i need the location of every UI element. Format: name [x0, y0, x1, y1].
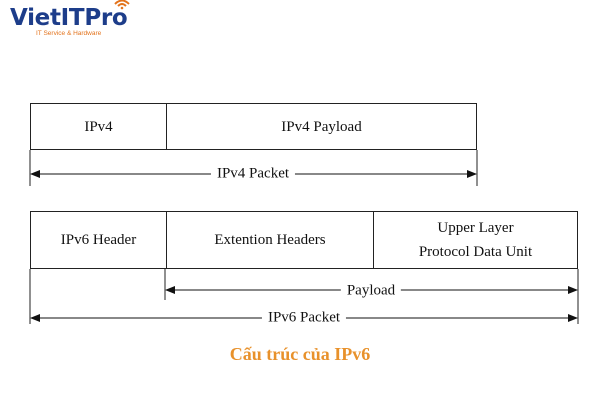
extension-headers-cell: Extention Headers — [166, 212, 373, 268]
payload-label: Payload — [340, 282, 402, 300]
ipv6-packet-box: IPv6 Header Extention Headers Upper Laye… — [30, 211, 578, 269]
upper-layer-line2: Protocol Data Unit — [418, 244, 533, 260]
wifi-icon — [114, 0, 130, 10]
ipv6-header-label: IPv6 Header — [60, 232, 137, 248]
ipv4-payload-label: IPv4 Payload — [281, 118, 362, 135]
ipv4-payload-cell: IPv4 Payload — [166, 104, 476, 149]
logo-tagline: IT Service & Hardware — [36, 30, 102, 37]
upper-layer-pdu-cell: Upper Layer Protocol Data Unit — [373, 212, 577, 268]
upper-layer-line1: Upper Layer — [437, 220, 514, 236]
ipv4-packet-label: IPv4 Packet — [210, 165, 296, 183]
ipv6-packet-label: IPv6 Packet — [261, 309, 347, 327]
ipv4-header-label: IPv4 — [84, 118, 113, 135]
ipv4-packet-box: IPv4 IPv4 Payload — [30, 103, 477, 150]
ipv6-header-cell: IPv6 Header — [31, 212, 166, 268]
logo: VietITPro IT Service & Hardware — [10, 0, 130, 37]
extension-headers-label: Extention Headers — [214, 232, 326, 248]
diagram-caption: Cấu trúc của IPv6 — [229, 344, 371, 364]
logo-name: VietITPro — [10, 5, 128, 31]
ipv4-header-cell: IPv4 — [31, 104, 166, 149]
